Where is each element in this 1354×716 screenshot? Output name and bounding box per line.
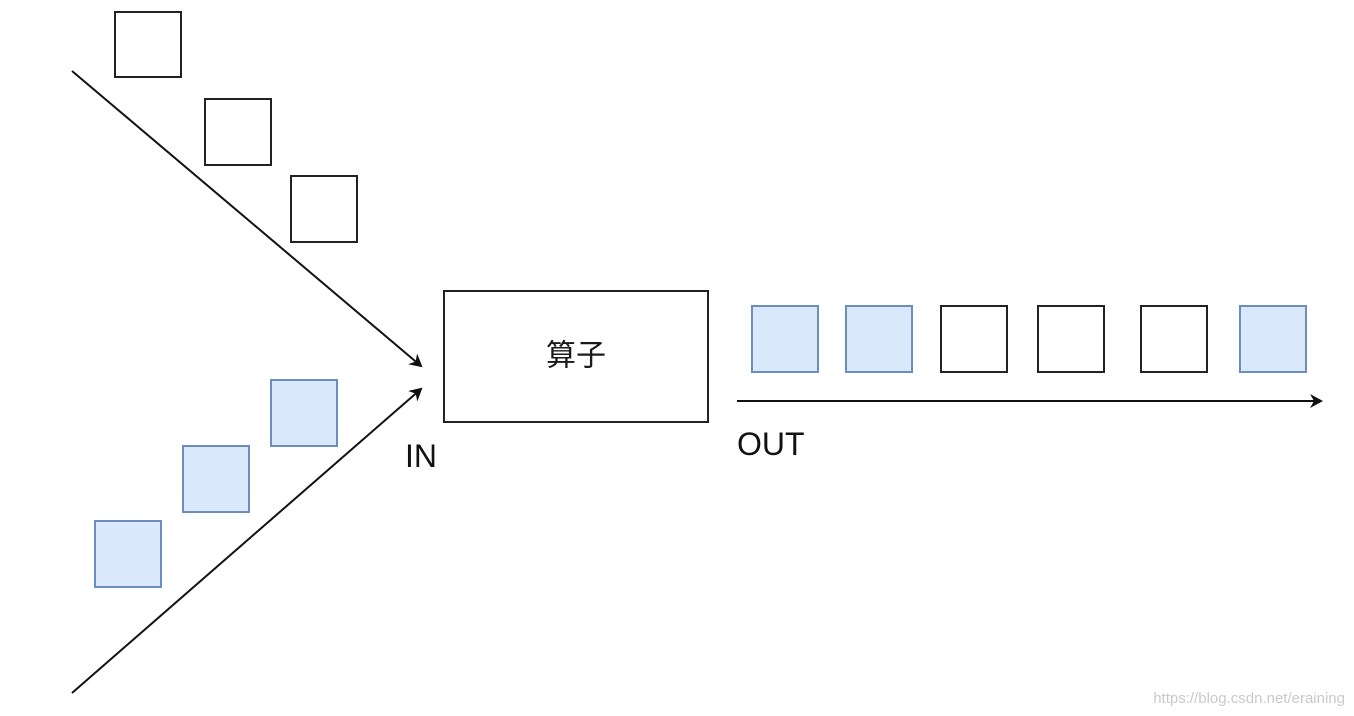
input-arrow-bottom [71, 387, 423, 694]
output-square-2 [845, 305, 913, 373]
output-square-5 [1140, 305, 1208, 373]
output-square-4 [1037, 305, 1105, 373]
output-square-6 [1239, 305, 1307, 373]
output-square-1 [751, 305, 819, 373]
watermark-text: https://blog.csdn.net/eraining [1153, 690, 1345, 707]
input-square-blue-1 [270, 379, 338, 447]
input-square-white-3 [290, 175, 358, 243]
input-arrow-top [71, 70, 423, 368]
input-square-white-1 [114, 11, 182, 78]
input-square-blue-2 [182, 445, 250, 513]
input-square-blue-3 [94, 520, 162, 588]
operator-box [443, 290, 709, 423]
input-square-white-2 [204, 98, 272, 166]
output-label: OUT [737, 426, 805, 462]
output-square-3 [940, 305, 1008, 373]
input-label: IN [405, 438, 437, 474]
operator-label: 算子 [546, 339, 606, 374]
